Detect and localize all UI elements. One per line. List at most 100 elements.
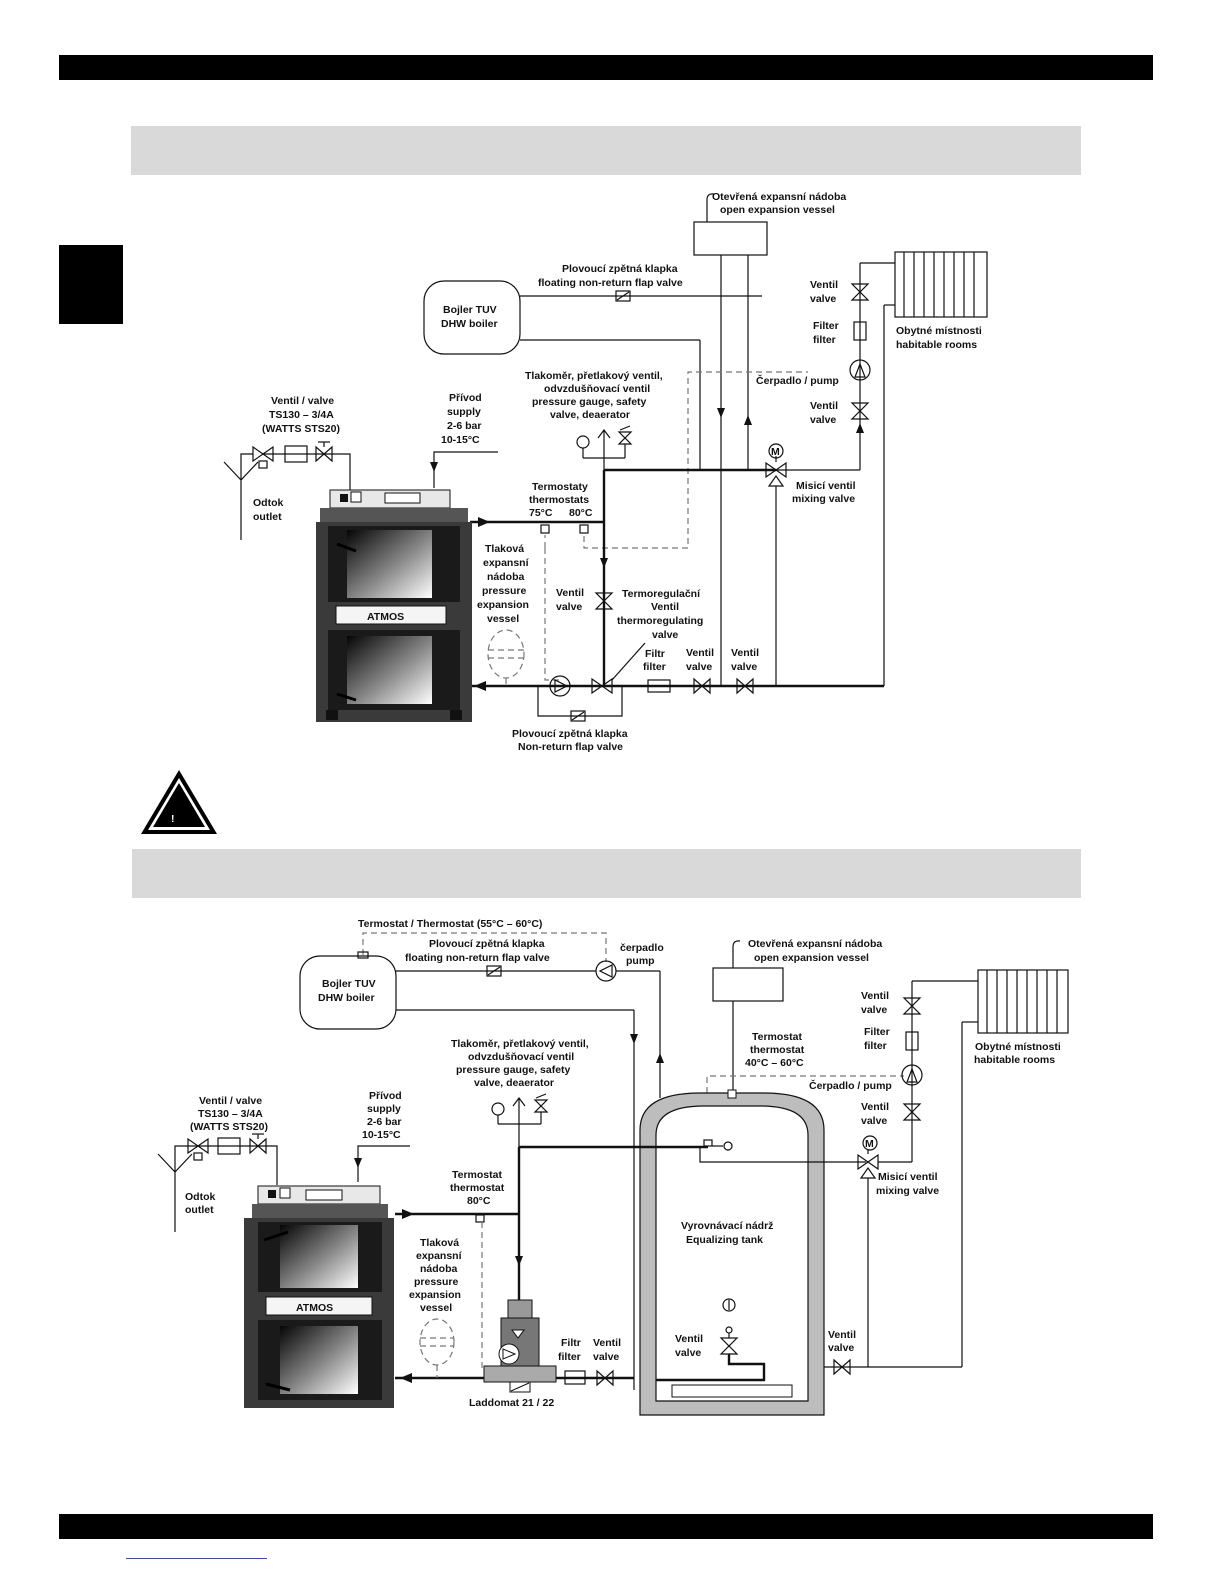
mixing-b-cz: Misicí ventil [878,1171,938,1183]
outlet-label-en: outlet [253,511,282,523]
gauge-b-3: pressure gauge, safety [456,1064,571,1076]
tank-thermo-2: thermostat [750,1044,805,1056]
gauge-label-3: pressure gauge, safety [532,396,647,408]
supply-4: 10-15°C [441,434,480,446]
rooms-b-en: habitable rooms [974,1054,1055,1066]
top-diagram: Otevřená expansní nádoba open expansion … [223,191,988,753]
tank-valve-label: Ventil [675,1333,703,1345]
valve-label-2: Ventil [810,400,838,412]
treg-label-2: Ventil [651,601,679,613]
radiator-pump-b [901,1064,923,1086]
gauge-b-1: Tlakoměr, přetlakový ventil, [451,1038,589,1050]
filter-return [647,679,671,693]
riser-valve-label-en: valve [556,601,582,613]
outlet-funnel-b [157,1153,193,1232]
return-valve-1-label: Ventil [686,647,714,659]
flap-valve-top [615,290,631,302]
dhw-boiler-b-en: DHW boiler [318,992,375,1004]
flap-label-cz: Plovoucí zpětná klapka [562,263,678,275]
flow-arrow-b5 [400,1373,412,1383]
boiler-thermo-3: 80°C [467,1195,491,1207]
return-valve-2 [736,677,754,695]
supply-arrow [430,462,438,472]
pressure-gauge-b [491,1102,505,1116]
open-expansion-vessel-b [712,967,784,1002]
boiler-atmos-bottom: ATMOS [244,1185,394,1408]
thermostats-label-en: thermostats [529,494,589,506]
ts-label-3: (WATTS STS20) [262,423,340,435]
flap-bottom-cz: Plovoucí zpětná klapka [512,728,628,740]
mixing-b-en: mixing valve [876,1185,939,1197]
filtr-b-en: filter [558,1351,581,1363]
return-valve-2-label: Ventil [731,647,759,659]
gauge-b-4: valve, deaerator [474,1077,554,1089]
radiator-valve-top [850,283,870,301]
brand-atmos-top: ATMOS [367,611,404,623]
treg-label-3: thermoregulating [617,615,703,627]
flap-valve-bypass [570,710,586,722]
tank-thermometer [722,1298,736,1312]
dhw-boiler [423,280,521,355]
pev-b-2: expansní [416,1250,463,1262]
outlet-b-en: outlet [185,1204,214,1216]
gauge-label-1: Tlakoměr, přetlakový ventil, [525,370,663,382]
radiator-b [977,969,1069,1034]
supply-b-2: supply [367,1103,401,1115]
boiler-thermostat-80 [475,1214,485,1223]
valve-label-1-en: valve [810,293,836,305]
flow-arrow-b4 [515,1256,523,1266]
equalizing-tank [639,1089,825,1416]
ts-label-2: TS130 – 3/4A [269,409,334,421]
pev-b-4: pressure [414,1276,459,1288]
thermo-80: 80°C [569,507,593,519]
dhw-boiler-bottom [299,955,397,1030]
pev-b-1: Tlaková [420,1237,459,1249]
treg-label-4: valve [652,629,678,641]
flap-valve-bottom [486,965,502,977]
flap-bottom-en: Non-return flap valve [518,741,623,753]
supply-2: supply [447,406,481,418]
riser-valve [594,592,614,610]
boiler-thermo-2: thermostat [450,1182,505,1194]
dhw-pump [595,960,617,982]
boiler-dhw-thermostat [357,951,369,959]
mixing-label-cz: Misicí ventil [796,480,856,492]
tank-label-cz: Vyrovnávací nádrž [681,1220,773,1232]
gauge-b-2: odvzdušňovací ventil [468,1051,574,1063]
circulation-pump-top [549,675,571,697]
open-vessel-label-en: open expansion vessel [720,204,835,216]
valve-b-1-en: valve [861,1004,887,1016]
radiator-b-valve-top [902,997,922,1015]
tank-label-en: Equalizing tank [686,1234,763,1246]
radiator [894,251,988,318]
supply-b-3: 2-6 bar [367,1116,401,1128]
outlet-b-cz: Odtok [185,1191,215,1203]
outlet-label-cz: Odtok [253,497,283,509]
open-vessel-b-cz: Otevřená expansní nádoba [748,938,882,950]
dhw-pump-cz: čerpadlo [620,942,664,954]
valve-label-1: Ventil [810,279,838,291]
ts-b-2: TS130 – 3/4A [198,1108,263,1120]
mixing-valve-bottom: M [857,1135,879,1179]
tank-return-valve-label: Ventil [828,1329,856,1341]
flow-arrow-b1 [630,1034,638,1044]
dhw-boiler-label-en: DHW boiler [441,318,498,330]
thermostat-80 [579,524,589,534]
ts130-valve-b [187,1133,267,1161]
section-band-bottom [132,849,1081,898]
filter-b-en: filter [864,1040,887,1052]
pump-label: Čerpadlo / pump [756,374,839,387]
mixing-label-en: mixing valve [792,493,855,505]
return-valve-2-label-en: valve [731,661,757,673]
filtr-b-cz: Filtr [561,1337,581,1349]
filtr-label-cz: Filtr [645,648,665,660]
filter-b [905,1031,919,1051]
pev-4: pressure [482,585,527,597]
valve-label-2-en: valve [810,414,836,426]
supply-b-1: Přívod [369,1090,402,1102]
tank-valve-label-en: valve [675,1347,701,1359]
filter-label-en: filter [813,334,836,346]
mixer-m-top: M [771,446,780,458]
warning-icon: ! [141,770,217,834]
supply-3: 2-6 bar [447,420,481,432]
